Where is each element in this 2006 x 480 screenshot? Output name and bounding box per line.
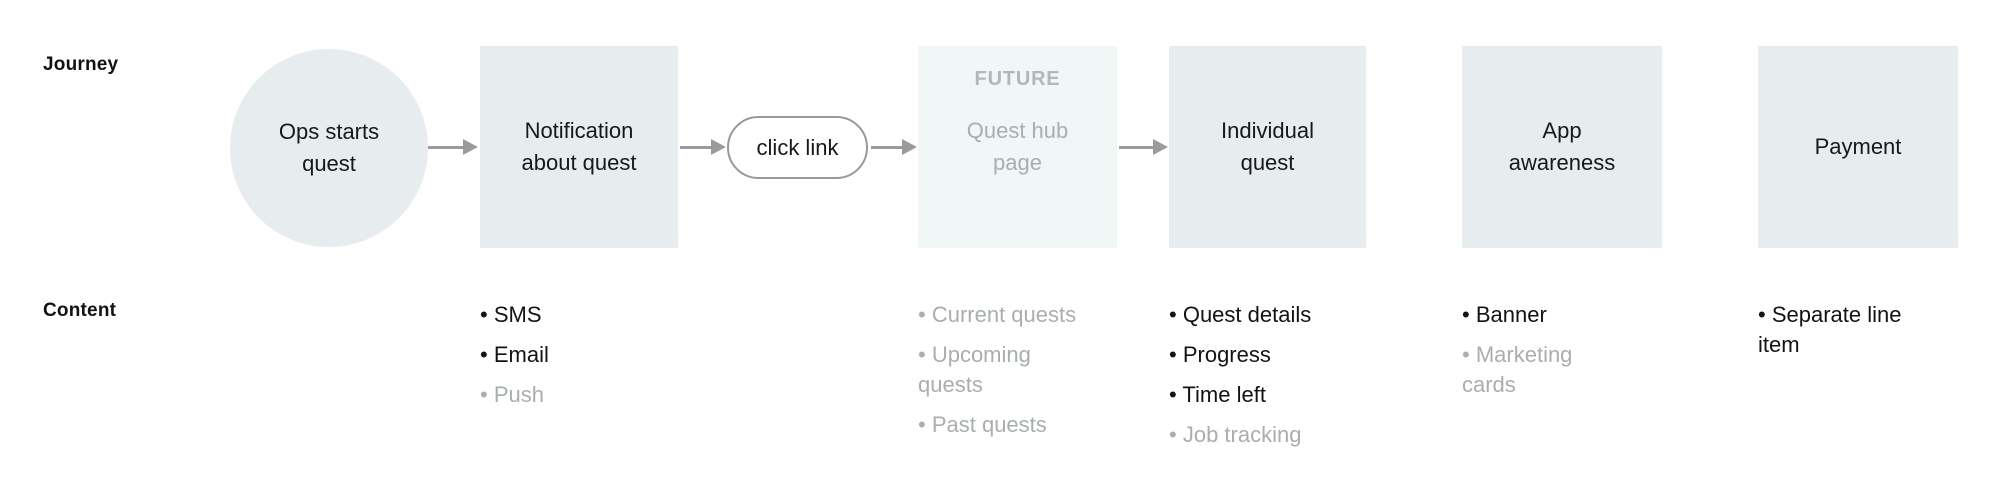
arrow-right-icon (428, 139, 478, 155)
arrow-right-icon (1119, 139, 1168, 155)
list-item: Separate line item (1758, 300, 1968, 360)
node-label: Notification about quest (521, 118, 637, 175)
future-tag: FUTURE (974, 68, 1061, 90)
content-list-payment: Separate line item (1758, 300, 1968, 370)
node-individual-quest: Individual quest (1169, 46, 1366, 248)
content-list-app-awareness: Banner Marketing cards (1462, 300, 1662, 410)
node-label: Payment (1814, 134, 1902, 159)
node-ops-starts-quest: Ops starts quest (230, 49, 428, 247)
list-item: SMS (480, 300, 675, 330)
node-label: Individual quest (1221, 118, 1314, 175)
node-app-awareness: App awareness (1462, 46, 1662, 248)
node-notification-about-quest: Notification about quest (480, 46, 678, 248)
node-label: App awareness (1508, 118, 1616, 175)
list-item: Progress (1169, 340, 1369, 370)
list-item: Push (480, 380, 675, 410)
content-list-individual-quest: Quest details Progress Time left Job tra… (1169, 300, 1369, 460)
list-item: Banner (1462, 300, 1662, 330)
node-label: Ops starts quest (278, 119, 380, 176)
content-row-label: Content (43, 300, 117, 321)
list-item: Quest details (1169, 300, 1369, 330)
arrow-right-icon (871, 139, 917, 155)
arrow-right-icon (680, 139, 726, 155)
node-quest-hub-page: FUTURE Quest hub page (918, 46, 1117, 248)
content-list-notification: SMS Email Push (480, 300, 675, 420)
list-item: Current quests (918, 300, 1113, 330)
list-item: Job tracking (1169, 420, 1369, 450)
list-item: Time left (1169, 380, 1369, 410)
node-label: click link (756, 134, 839, 160)
list-item: Upcoming quests (918, 340, 1113, 400)
list-item: Marketing cards (1462, 340, 1662, 400)
journey-row-label: Journey (43, 54, 119, 75)
node-click-link: click link (727, 116, 868, 179)
node-payment: Payment (1758, 46, 1958, 248)
list-item: Past quests (918, 410, 1113, 440)
node-label: Quest hub page (966, 118, 1069, 175)
list-item: Email (480, 340, 675, 370)
content-list-quest-hub: Current quests Upcoming quests Past ques… (918, 300, 1113, 450)
